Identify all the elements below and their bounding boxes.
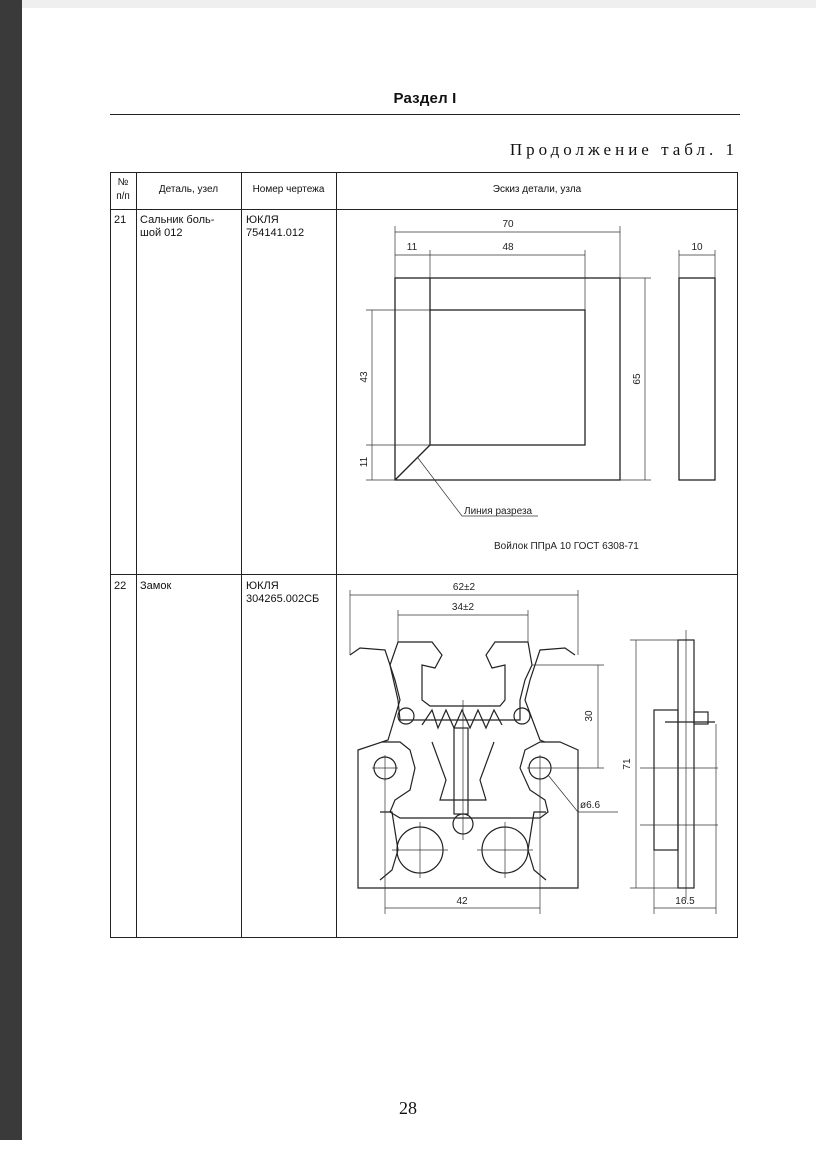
column-divider: [336, 172, 337, 938]
col-header-number: № п/п: [116, 177, 130, 202]
lock-spring: [421, 708, 503, 730]
dim-left-offset: 11: [407, 242, 418, 253]
scan-binding-edge: [0, 0, 22, 1140]
column-divider: [241, 172, 242, 938]
seal-inner-window: [429, 309, 586, 446]
lock-sketch: 62±2 34±2 30 71 ø6.6 42 16.5: [349, 582, 718, 914]
dim-bottom-width: 42: [456, 896, 468, 907]
scan-top-edge: [22, 0, 816, 8]
pin-right: [513, 707, 531, 725]
seal-outer-outline: [394, 277, 621, 481]
dim-inner-height: 43: [359, 371, 370, 383]
continuation-label: Продолжение табл. 1: [509, 140, 738, 159]
part-name: Замок: [140, 580, 172, 592]
lock-center-rod: [453, 727, 469, 815]
part-name: Сальник боль- шой 012: [140, 214, 215, 239]
seal-sketch: 70 11 48 10 43 11 65 Линия разреза Войло…: [359, 219, 716, 552]
dim-hole-diameter: ø6.6: [580, 800, 600, 811]
lock-right-jaw: [524, 647, 576, 743]
section-title: Раздел I: [393, 90, 457, 107]
dim-overall-width: 62±2: [453, 582, 476, 593]
table-frame: [110, 172, 738, 938]
drawing-number: ЮКЛЯ 304265.002СБ: [246, 580, 320, 605]
dim-inner-width: 34±2: [452, 602, 475, 613]
row-number: 22: [114, 580, 127, 592]
dim-bottom-offset: 11: [359, 456, 370, 467]
title-rule: [110, 114, 740, 115]
column-divider: [136, 172, 137, 938]
col-header-sketch: Эскиз детали, узла: [492, 184, 582, 195]
col-header-drawing: Номер чертежа: [252, 184, 325, 195]
dim-height-30: 30: [584, 710, 595, 722]
lock-base-plate: [357, 741, 579, 889]
lock-side-bracket: [653, 709, 679, 851]
drawing-number: ЮКЛЯ 754141.012: [246, 214, 305, 239]
dim-inner-width: 48: [502, 242, 514, 253]
seal-cut-line: [394, 444, 431, 481]
row-divider: [110, 574, 738, 575]
material-note: Войлок ППрА 10 ГОСТ 6308-71: [494, 541, 639, 552]
dim-overall-width: 70: [502, 219, 514, 230]
col-header-part: Деталь, узел: [158, 184, 219, 195]
parts-table: № п/п Деталь, узел Номер чертежа Эскиз д…: [110, 172, 738, 938]
dim-height-71: 71: [622, 758, 633, 770]
dim-side-width: 16.5: [675, 896, 695, 907]
lock-latch: [389, 641, 533, 721]
row-number: 21: [114, 214, 127, 226]
pin-left: [397, 707, 415, 725]
dim-total-height: 65: [632, 373, 643, 385]
cut-line-label: Линия разреза: [464, 506, 533, 517]
dim-side-thickness: 10: [691, 242, 703, 253]
seal-side-view: [678, 277, 716, 481]
page-number: 28: [399, 1098, 417, 1118]
lock-left-jaw: [349, 647, 401, 743]
header-divider: [110, 209, 738, 210]
